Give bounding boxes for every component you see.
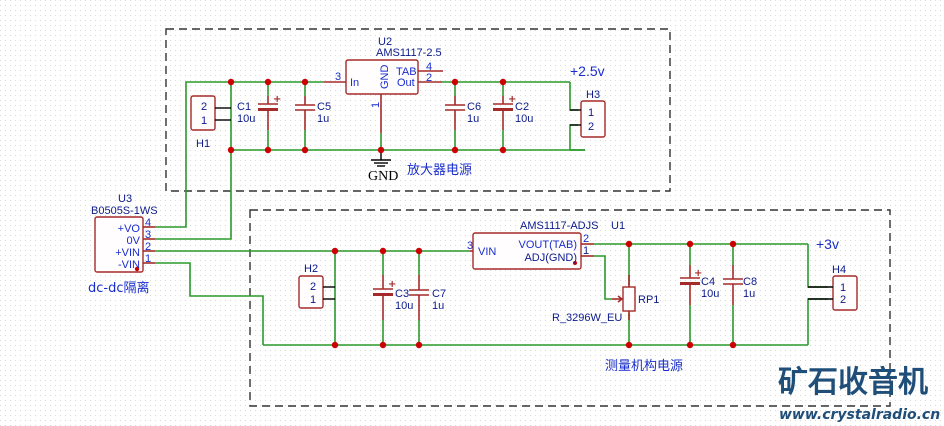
svg-text:2: 2 bbox=[310, 281, 316, 293]
u3-part: B0505S-1WS bbox=[91, 205, 158, 217]
u3-ref: U3 bbox=[118, 193, 132, 205]
rail-2v5-label: +2.5v bbox=[570, 63, 605, 79]
svg-text:C3: C3 bbox=[395, 288, 409, 300]
u2-regulator[interactable]: U2 AMS1117-2.5 3 In GND 1 TAB Out 4 2 bbox=[324, 36, 443, 133]
watermark-url: www.crystalradio.cn bbox=[779, 407, 940, 423]
svg-text:2: 2 bbox=[583, 233, 589, 245]
svg-text:VIN: VIN bbox=[478, 246, 496, 258]
rp1-potentiometer[interactable]: RP1 R_3296W_EU bbox=[552, 275, 659, 324]
svg-text:1: 1 bbox=[310, 294, 316, 306]
h3-header[interactable]: H3 1 2 bbox=[570, 89, 606, 138]
svg-text:C5: C5 bbox=[317, 101, 331, 113]
watermark: 矿石收音机 www.crystalradio.cn bbox=[778, 365, 940, 423]
meas-power-label: 测量机构电源 bbox=[605, 359, 683, 374]
meas-power-section-border bbox=[249, 209, 891, 407]
u3-pin-vo: +VO bbox=[118, 223, 141, 235]
rail-3v-label: +3v bbox=[816, 236, 839, 252]
svg-text:10u: 10u bbox=[701, 288, 719, 300]
svg-text:1u: 1u bbox=[432, 300, 444, 312]
svg-text:C2: C2 bbox=[515, 101, 529, 113]
rp1-part: R_3296W_EU bbox=[552, 312, 622, 324]
h2-ref: H2 bbox=[304, 263, 318, 275]
u2-ref: U2 bbox=[378, 36, 392, 48]
c4-capacitor[interactable]: + C4 10u bbox=[680, 265, 719, 305]
svg-text:2: 2 bbox=[201, 101, 207, 113]
svg-text:10u: 10u bbox=[515, 113, 533, 125]
c3-capacitor[interactable]: + C3 10u bbox=[373, 275, 413, 320]
svg-text:ADJ(GND): ADJ(GND) bbox=[524, 252, 577, 264]
u3-pin-vin: +VIN bbox=[115, 247, 140, 259]
h1-header[interactable]: 2 1 H1 bbox=[190, 95, 231, 150]
u1-ref: U1 bbox=[611, 220, 625, 232]
svg-text:In: In bbox=[350, 77, 359, 89]
c1-capacitor[interactable]: + C1 10u bbox=[237, 94, 281, 130]
svg-text:TAB: TAB bbox=[396, 66, 417, 78]
svg-text:1: 1 bbox=[201, 115, 207, 127]
svg-text:1: 1 bbox=[145, 253, 151, 265]
c7-capacitor[interactable]: C7 1u bbox=[409, 275, 446, 320]
svg-text:C6: C6 bbox=[467, 101, 481, 113]
svg-text:1: 1 bbox=[370, 102, 382, 108]
u3-pin-0v: 0V bbox=[127, 235, 141, 247]
svg-text:+: + bbox=[694, 268, 702, 279]
svg-text:3: 3 bbox=[145, 229, 151, 241]
svg-text:C4: C4 bbox=[701, 276, 715, 288]
u3-caption: dc-dc隔离 bbox=[88, 280, 150, 296]
svg-text:10u: 10u bbox=[395, 300, 413, 312]
c5-capacitor[interactable]: C5 1u bbox=[295, 96, 331, 130]
c6-capacitor[interactable]: C6 1u bbox=[445, 96, 481, 130]
svg-text:+: + bbox=[508, 94, 516, 105]
h4-ref: H4 bbox=[832, 264, 846, 276]
svg-text:1u: 1u bbox=[467, 113, 479, 125]
svg-text:4: 4 bbox=[426, 61, 432, 73]
svg-text:VOUT(TAB): VOUT(TAB) bbox=[519, 239, 577, 251]
svg-text:3: 3 bbox=[467, 240, 473, 252]
svg-text:2: 2 bbox=[145, 241, 151, 253]
svg-text:2: 2 bbox=[426, 72, 432, 84]
svg-text:C7: C7 bbox=[432, 288, 446, 300]
svg-text:4: 4 bbox=[145, 217, 151, 229]
svg-text:GND: GND bbox=[379, 65, 391, 90]
svg-text:3: 3 bbox=[335, 71, 341, 83]
h1-ref: H1 bbox=[196, 138, 210, 150]
svg-text:+: + bbox=[273, 94, 281, 105]
gnd-symbol: GND bbox=[368, 150, 398, 184]
amp-power-label: 放大器电源 bbox=[407, 163, 472, 178]
c2-capacitor[interactable]: + C2 10u bbox=[493, 94, 533, 130]
c8-capacitor[interactable]: C8 1u bbox=[723, 265, 757, 305]
svg-text:C8: C8 bbox=[743, 276, 757, 288]
svg-text:1: 1 bbox=[583, 245, 589, 257]
watermark-title: 矿石收音机 bbox=[778, 365, 928, 400]
svg-text:1u: 1u bbox=[317, 113, 329, 125]
svg-text:1: 1 bbox=[588, 107, 594, 119]
h2-header[interactable]: H2 2 1 bbox=[298, 263, 335, 309]
svg-text:Out: Out bbox=[397, 77, 415, 89]
junction-dots bbox=[227, 78, 737, 349]
svg-text:10u: 10u bbox=[237, 113, 255, 125]
svg-text:GND: GND bbox=[368, 169, 398, 184]
svg-text:1: 1 bbox=[840, 282, 846, 294]
svg-text:+: + bbox=[388, 279, 396, 290]
h3-ref: H3 bbox=[586, 89, 600, 101]
h4-header[interactable]: H4 1 2 bbox=[808, 264, 858, 311]
svg-text:2: 2 bbox=[840, 294, 846, 306]
rp1-ref: RP1 bbox=[638, 294, 659, 306]
svg-text:2: 2 bbox=[588, 121, 594, 133]
amp-power-section-border bbox=[165, 28, 671, 192]
u2-part: AMS1117-2.5 bbox=[376, 47, 442, 59]
svg-text:1u: 1u bbox=[743, 288, 755, 300]
svg-text:C1: C1 bbox=[237, 101, 251, 113]
u3-dcdc-module[interactable]: U3 B0505S-1WS +VO 0V +VIN -VIN 4 3 2 1 d… bbox=[88, 193, 158, 296]
u1-regulator[interactable]: AMS1117-ADJS U1 3 VIN VOUT(TAB) ADJ(GND)… bbox=[467, 220, 625, 270]
u3-pin-nvin: -VIN bbox=[118, 259, 140, 271]
u1-part: AMS1117-ADJS bbox=[520, 220, 598, 232]
